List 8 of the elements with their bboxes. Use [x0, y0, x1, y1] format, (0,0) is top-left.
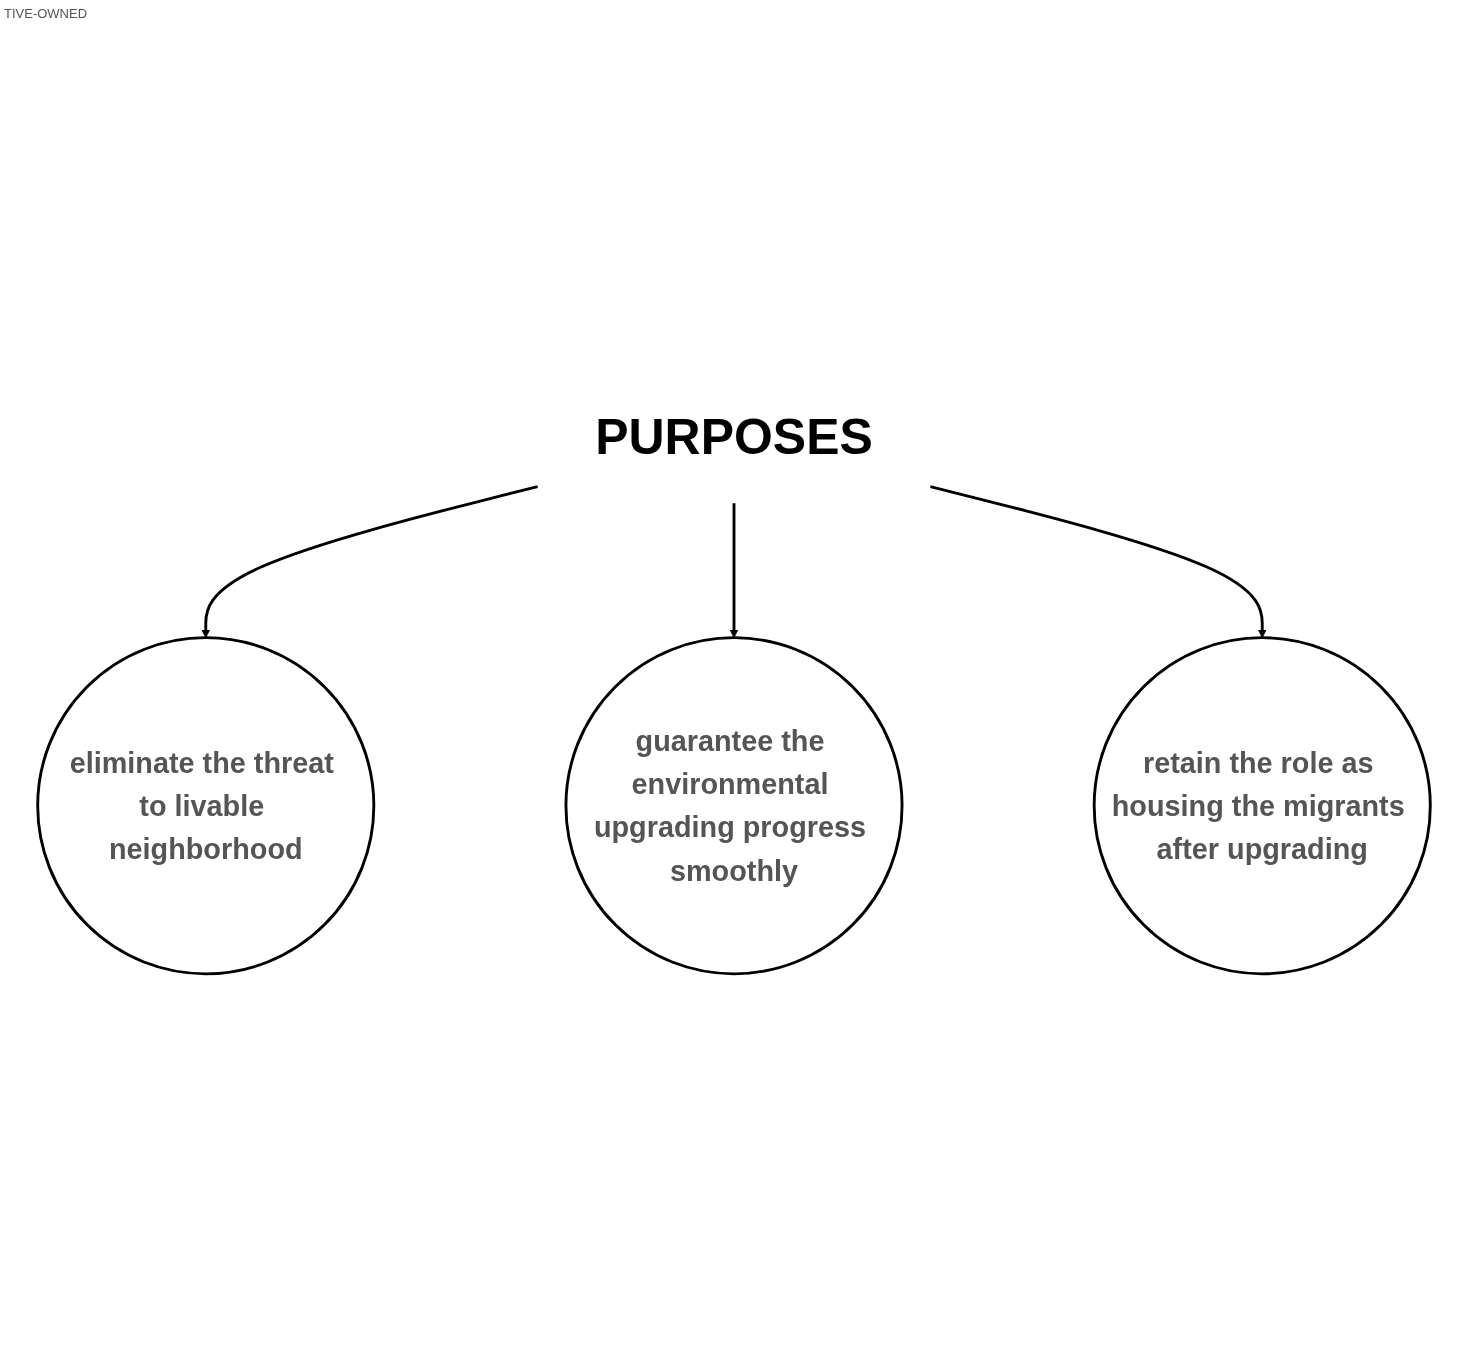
- arrow: [930, 485, 1267, 639]
- arrow: [729, 503, 739, 639]
- node-circle: eliminate the threat to livable neighborhood: [36, 636, 376, 976]
- note-text: TIVE-OWNED: [4, 6, 88, 21]
- node-circle: guarantee the environmental upgrading progress smoothly: [564, 636, 904, 976]
- node-text: PURPOSES: [595, 409, 873, 466]
- arrow: [201, 485, 538, 639]
- node-circle: retain the role as housing the migrants after upgrading: [1092, 636, 1432, 976]
